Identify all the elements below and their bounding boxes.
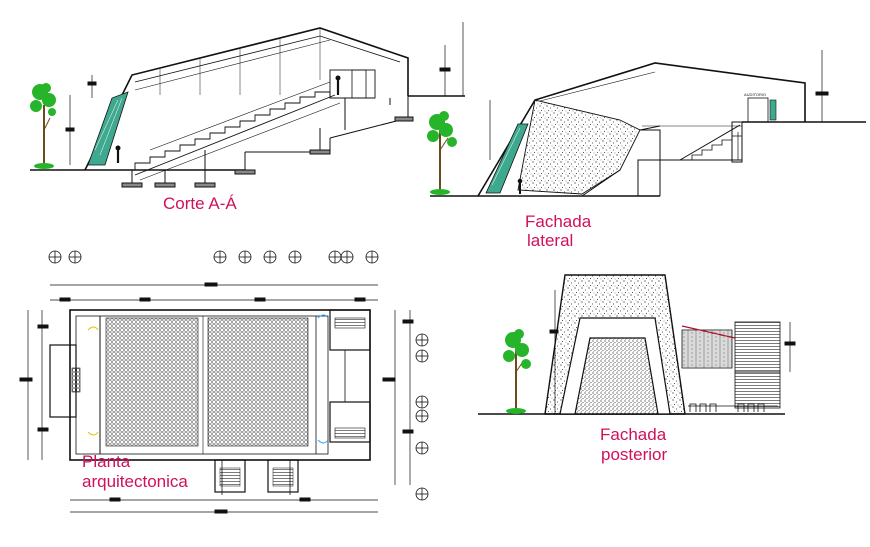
side-facade-title-line1: Fachada [525,212,592,231]
door-sign: AUDITORIO [744,92,766,97]
rear-facade-title-line2: posterior [601,445,668,464]
tree-icon [503,329,531,414]
side-facade-drawing [430,50,866,197]
plan-title-line2: arquitectonica [82,472,188,491]
plan-title-line1: Planta [82,452,131,471]
rear-facade-drawing [478,274,796,415]
rear-facade-title-line1: Fachada [600,425,667,444]
tree-icon [30,83,56,169]
side-facade-title-line2: lateral [527,231,574,250]
section-title: Corte A-Á [163,194,237,213]
tree-icon [427,111,457,195]
section-a-a-drawing [30,22,465,188]
floor-plan-drawing [19,250,429,514]
